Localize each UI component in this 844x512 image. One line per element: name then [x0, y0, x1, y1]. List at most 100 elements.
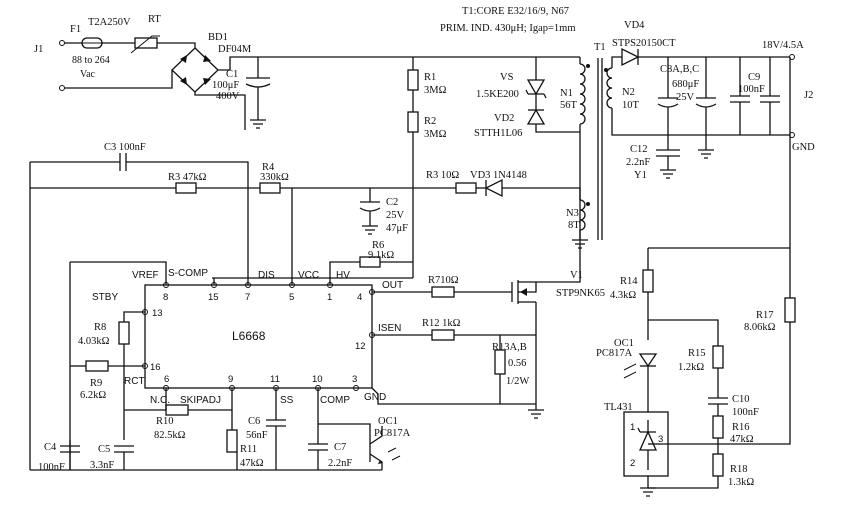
pin-9: 9 [228, 374, 233, 385]
bridge-part: DF04M [218, 44, 252, 55]
tl431-pin3: 3 [658, 434, 663, 445]
pin-12: 12 [355, 341, 366, 352]
c9-label: C9 [748, 72, 760, 83]
c1-label: C1 [226, 69, 238, 80]
lower-left-section: R8 4.03kΩ R9 6.2kΩ R10 82.5kΩ R11 47kΩ C… [30, 311, 411, 473]
n1-value: 56T [560, 100, 578, 111]
secondary-section: N2 10T VD4 STPS20150CT C8A,B,C 680μF 25V… [596, 20, 815, 497]
pin-5: 5 [289, 292, 294, 303]
r7-label: R710Ω [428, 275, 459, 286]
oc1-left-part: PC817A [374, 428, 411, 439]
r11-label: R11 [240, 444, 257, 455]
r18-value: 1.3kΩ [728, 477, 754, 488]
r13-label: R13A,B [492, 342, 527, 353]
r12-label: R12 1kΩ [422, 318, 461, 329]
pin-7: 7 [245, 292, 250, 303]
pin-13: 13 [152, 308, 163, 319]
oc1-right-part: PC817A [596, 348, 633, 359]
v1-part: STP9NK65 [556, 288, 605, 299]
tl431-pin1: 1 [630, 422, 635, 433]
vs-value: 1.5KE200 [476, 89, 519, 100]
gnd-label: GND [792, 142, 815, 153]
c7-value: 2.2nF [328, 458, 352, 469]
r8-label: R8 [94, 322, 106, 333]
ic-l6668: L6668 VREF S-COMP DIS VCC HV 8 15 7 5 1 … [69, 261, 413, 470]
pin-6: 6 [164, 374, 169, 385]
r10-value: 82.5kΩ [154, 430, 186, 441]
n1-label: N1 [560, 88, 573, 99]
rt-label: RT [148, 14, 161, 25]
pin-name-rct: RCT [124, 376, 145, 387]
pin-3: 3 [352, 374, 357, 385]
r6-value: 9.1kΩ [368, 250, 394, 261]
r1-value: 3MΩ [424, 85, 447, 96]
c2-value: 47μF [386, 223, 408, 234]
vd3-label: VD3 1N4148 [470, 170, 527, 181]
v1-label: V1 [570, 270, 583, 281]
r6-label: R6 [372, 240, 384, 251]
t1-label: T1 [594, 42, 606, 53]
input-section: J1 88 to 264 Vac F1 T2A250V RT BD1 DF04M… [34, 14, 580, 130]
r15-label: R15 [688, 348, 706, 359]
n3-label: N3 [566, 208, 579, 219]
vs-label: VS [500, 72, 514, 83]
vd2-label: VD2 [494, 113, 514, 124]
primary-section: R1 3MΩ R2 3MΩ VS 1.5KE200 VD2 STTH1L06 N… [29, 42, 606, 470]
r18-label: R18 [730, 464, 748, 475]
r3b-label: R3 10Ω [426, 170, 459, 181]
r4-value: 330kΩ [260, 172, 289, 183]
pin-name-ss: SS [280, 395, 294, 406]
input-range-label: 88 to 264 [72, 55, 110, 66]
c5-value: 3.3nF [90, 460, 114, 471]
oc1-left-label: OC1 [378, 416, 398, 427]
pin-name-dis: DIS [258, 270, 275, 281]
pin-name-vref: VREF [132, 270, 159, 281]
bd1-label: BD1 [208, 32, 228, 43]
n2-label: N2 [622, 87, 635, 98]
r3-label: R3 47kΩ [168, 172, 207, 183]
pin-name-vcc: VCC [298, 270, 319, 281]
c1-value: 100μF [212, 80, 239, 91]
transformer-core-note: T1:CORE E32/16/9, N67 [462, 6, 569, 17]
r13-power: 1/2W [506, 376, 529, 387]
pin-name-comp: COMP [320, 395, 350, 406]
vd2-value: STTH1L06 [474, 128, 522, 139]
c8-label: C8A,B,C [660, 64, 699, 75]
tl431-label: TL431 [604, 402, 633, 413]
r2-label: R2 [424, 116, 436, 127]
oc1-right-label: OC1 [614, 338, 634, 349]
c9-value: 100nF [738, 84, 765, 95]
c12-class: Y1 [634, 170, 647, 181]
c6-value: 56nF [246, 430, 268, 441]
r17-label: R17 [756, 310, 774, 321]
r16-value: 47kΩ [730, 434, 754, 445]
c1-voltage: 400V [216, 91, 240, 102]
c10-label: C10 [732, 394, 750, 405]
c3-label: C3 100nF [104, 142, 146, 153]
r16-label: R16 [732, 422, 750, 433]
c5-label: C5 [98, 444, 110, 455]
r14-label: R14 [620, 276, 638, 287]
pin-name-scomp: S-COMP [168, 268, 208, 279]
pin-10: 10 [312, 374, 323, 385]
c10-value: 100nF [732, 407, 759, 418]
j2-label: J2 [804, 90, 813, 101]
pin-name-hv: HV [336, 270, 350, 281]
c7-label: C7 [334, 442, 346, 453]
pin-15: 15 [208, 292, 219, 303]
r4-label: R4 [262, 162, 275, 173]
r15-value: 1.2kΩ [678, 362, 704, 373]
vd4-label: VD4 [624, 20, 645, 31]
pin-name-out: OUT [382, 280, 403, 291]
c2-voltage: 25V [386, 210, 405, 221]
c12-value: 2.2nF [626, 157, 650, 168]
fuse-label: T2A250V [88, 17, 131, 28]
pin-name-isen: ISEN [378, 323, 401, 334]
pin-1: 1 [327, 292, 332, 303]
ic-name: L6668 [232, 329, 266, 343]
c8-value: 680μF [672, 79, 699, 90]
c4-label: C4 [44, 442, 57, 453]
n3-value: 8T [568, 220, 580, 231]
vd4-part: STPS20150CT [612, 38, 676, 49]
r8-value: 4.03kΩ [78, 336, 110, 347]
